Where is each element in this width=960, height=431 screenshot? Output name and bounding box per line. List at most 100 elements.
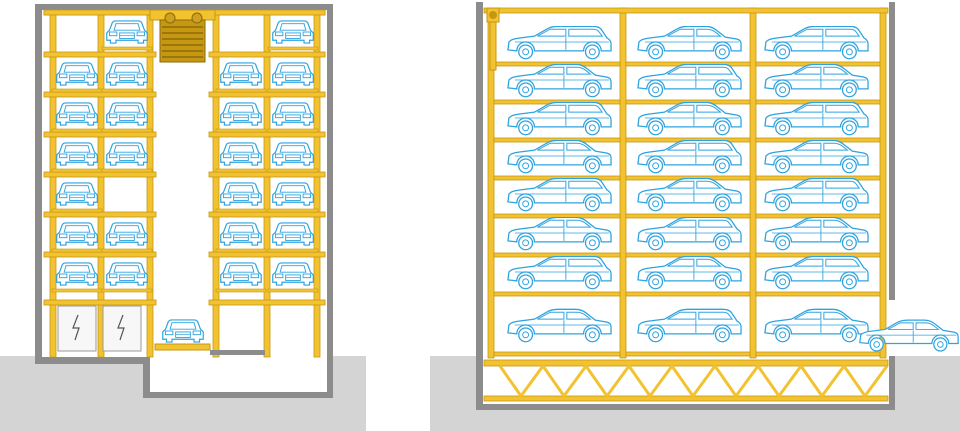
pallet [215, 168, 267, 173]
truss-bottom-chord [483, 395, 889, 402]
top-beam [483, 7, 889, 14]
car-on-lift [162, 319, 204, 343]
car [220, 142, 262, 166]
car [272, 222, 314, 246]
pallet [215, 248, 267, 253]
truss-diagonal [605, 365, 631, 397]
floor-beam [208, 131, 326, 138]
truss-diagonal [519, 365, 545, 397]
truss-diagonal [734, 365, 760, 397]
control-box [486, 7, 500, 71]
car [272, 262, 314, 286]
car [272, 142, 314, 166]
truss-diagonal [562, 365, 588, 397]
truss-diagonal [541, 365, 566, 397]
truss-diagonal [691, 365, 717, 397]
car [272, 62, 314, 86]
car [56, 62, 98, 86]
steel-frame [43, 9, 326, 358]
floor-beam [208, 91, 326, 98]
floor-beam [755, 291, 881, 297]
truss-diagonal [777, 365, 803, 397]
parked-cars [51, 20, 319, 293]
car [220, 262, 262, 286]
pallet [267, 248, 319, 253]
truss-diagonal [648, 365, 674, 397]
pallet [101, 248, 153, 253]
car [56, 102, 98, 126]
truss-diagonal [498, 365, 523, 397]
steel-column [749, 7, 757, 359]
floor-beam [43, 299, 157, 306]
car [56, 182, 98, 206]
floor-beam [43, 171, 157, 178]
base-truss [483, 359, 889, 402]
floor-beam [208, 51, 326, 58]
floor-beam [208, 251, 326, 258]
front-section-tower [0, 4, 366, 431]
pallet [51, 128, 103, 133]
car [106, 142, 148, 166]
pallet [101, 128, 153, 133]
truss-diagonal [820, 365, 846, 397]
car [56, 142, 98, 166]
floor-beam [493, 291, 621, 297]
pallet [267, 128, 319, 133]
truss-diagonal [842, 365, 867, 397]
pallet [51, 208, 103, 213]
car [106, 20, 148, 44]
floor-beam [208, 211, 326, 218]
lightning-bolt-icon [72, 314, 80, 341]
pallet [215, 208, 267, 213]
steel-column [879, 7, 887, 359]
car [106, 262, 148, 286]
pallet [51, 248, 103, 253]
floor-beam [493, 351, 621, 357]
floor-beam [755, 351, 881, 357]
truss-diagonal [756, 365, 781, 397]
car [220, 62, 262, 86]
floor-beam [43, 91, 157, 98]
electrical-door-right [102, 305, 142, 352]
car [106, 62, 148, 86]
floor-beam [208, 299, 326, 306]
pallet [267, 168, 319, 173]
floor-beam [43, 131, 157, 138]
lift-machine [149, 9, 216, 63]
pallet [215, 128, 267, 133]
pallet [51, 88, 103, 93]
truss-diagonal [863, 365, 889, 397]
floor-beam [43, 51, 157, 58]
car [56, 262, 98, 286]
car [56, 222, 98, 246]
car [106, 222, 148, 246]
truss-diagonal [713, 365, 738, 397]
pallet [51, 288, 103, 293]
pallet [101, 288, 153, 293]
steel-column [619, 7, 627, 359]
pallet [215, 288, 267, 293]
truss-diagonal [670, 365, 695, 397]
lightning-bolt-icon [117, 314, 125, 341]
floor-beam [625, 291, 751, 297]
pallet [101, 168, 153, 173]
pallet [51, 168, 103, 173]
car [220, 222, 262, 246]
car [272, 102, 314, 126]
floor-beam [625, 351, 751, 357]
lift-platform [154, 319, 265, 355]
car [106, 102, 148, 126]
pallet [267, 46, 319, 51]
car [272, 20, 314, 44]
truss-top-chord [483, 359, 889, 367]
electrical-door-left [57, 305, 97, 352]
floor-beam [43, 251, 157, 258]
pallet [101, 46, 153, 51]
floor-beam [43, 211, 157, 218]
pallet [101, 88, 153, 93]
truss-diagonal [584, 365, 609, 397]
truss-diagonal [799, 365, 824, 397]
pallet [267, 88, 319, 93]
pallet [215, 88, 267, 93]
